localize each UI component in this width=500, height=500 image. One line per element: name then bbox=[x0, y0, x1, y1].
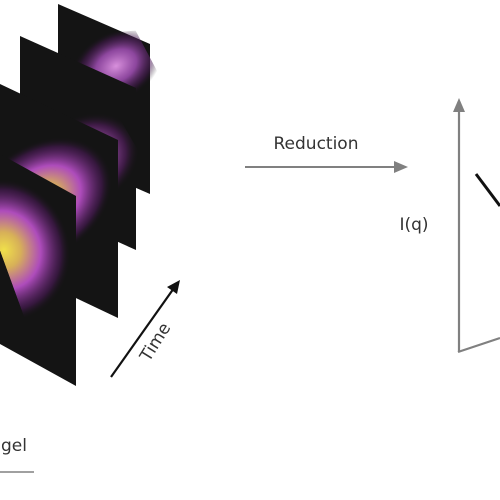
cut-off-label: gel bbox=[1, 436, 27, 456]
reduction-label: Reduction bbox=[274, 134, 359, 154]
scattering-glow-4 bbox=[0, 178, 71, 322]
detector-frame-4 bbox=[0, 154, 76, 386]
plot-axes bbox=[453, 98, 500, 354]
time-arrow bbox=[110, 280, 180, 378]
time-label: Time bbox=[136, 319, 176, 366]
reduction-arrow bbox=[245, 161, 408, 173]
intensity-curve bbox=[474, 173, 500, 207]
x-axis bbox=[457, 336, 500, 354]
frame-stack bbox=[0, 4, 162, 386]
y-axis-arrowhead bbox=[453, 98, 465, 112]
y-axis-label: I(q) bbox=[399, 215, 428, 235]
